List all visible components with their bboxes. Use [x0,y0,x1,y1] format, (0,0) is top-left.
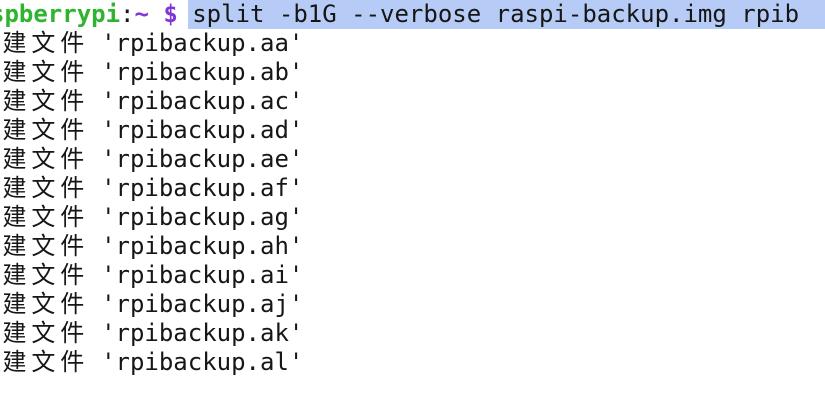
cjk-character: 建 [2,116,27,144]
cjk-character: 件 [60,232,85,260]
output-filename: 'rpibackup.ag' [101,203,304,231]
cjk-character: 文 [31,203,56,231]
cjk-character: 建 [2,348,27,376]
output-prefix-cjk: 建文件 [0,348,87,376]
cjk-character: 建 [2,290,27,318]
output-prefix-cjk: 建文件 [0,174,87,202]
cjk-character: 件 [60,319,85,347]
output-prefix-cjk: 建文件 [0,145,87,173]
output-prefix-cjk: 建文件 [0,29,87,57]
cjk-character: 文 [31,319,56,347]
cjk-character: 文 [31,348,56,376]
output-prefix-cjk: 建文件 [0,232,87,260]
output-filename: 'rpibackup.ab' [101,58,304,86]
cjk-character: 建 [2,203,27,231]
output-filename: 'rpibackup.aj' [101,290,304,318]
cjk-character: 建 [2,29,27,57]
cjk-character: 文 [31,261,56,289]
command-text-selected[interactable]: split -b1G --verbose raspi-backup.img rp… [188,0,825,29]
output-line: 建文件 'rpibackup.ai' [0,261,825,290]
command-line: spberrypi:~ $ split -b1G --verbose raspi-b… [0,0,825,29]
cjk-character: 件 [60,116,85,144]
cjk-character: 建 [2,58,27,86]
prompt-path: ~ [134,0,149,28]
cjk-character: 文 [31,174,56,202]
output-filename: 'rpibackup.af' [101,174,304,202]
cjk-character: 件 [60,261,85,289]
cjk-character: 建 [2,145,27,173]
output-line: 建文件 'rpibackup.ad' [0,116,825,145]
cjk-character: 文 [31,116,56,144]
output-filename: 'rpibackup.al' [101,348,304,376]
cjk-character: 文 [31,29,56,57]
output-prefix-cjk: 建文件 [0,261,87,289]
cjk-character: 件 [60,348,85,376]
cjk-character: 件 [60,290,85,318]
cjk-character: 文 [31,290,56,318]
output-line: 建文件 'rpibackup.ak' [0,319,825,348]
prompt-hostname: spberrypi [0,0,121,28]
output-filename: 'rpibackup.ae' [101,145,304,173]
output-line: 建文件 'rpibackup.af' [0,174,825,203]
output-lines: 建文件'rpibackup.aa' 建文件'rpibackup.ab' 建文件'… [0,29,825,377]
cjk-character: 件 [60,174,85,202]
prompt-separator: : [120,0,135,28]
output-prefix-cjk: 建文件 [0,319,87,347]
output-line: 建文件 'rpibackup.ag' [0,203,825,232]
output-filename: 'rpibackup.ai' [101,261,304,289]
output-filename: 'rpibackup.ak' [101,319,304,347]
output-line: 建文件 'rpibackup.ae' [0,145,825,174]
cjk-character: 件 [60,145,85,173]
cjk-character: 文 [31,145,56,173]
cjk-character: 建 [2,174,27,202]
prompt-dollar: $ [163,0,178,28]
cjk-character: 建 [2,232,27,260]
output-prefix-cjk: 建文件 [0,203,87,231]
cjk-character: 文 [31,87,56,115]
cjk-character: 件 [60,29,85,57]
cjk-character: 文 [31,232,56,260]
output-line: 建文件 'rpibackup.aa' [0,29,825,58]
output-filename: 'rpibackup.aa' [101,29,304,57]
output-prefix-cjk: 建文件 [0,87,87,115]
output-filename: 'rpibackup.ad' [101,116,304,144]
cjk-character: 件 [60,203,85,231]
output-prefix-cjk: 建文件 [0,116,87,144]
cjk-character: 建 [2,319,27,347]
output-prefix-cjk: 建文件 [0,290,87,318]
cjk-character: 文 [31,58,56,86]
cjk-character: 建 [2,261,27,289]
output-filename: 'rpibackup.ac' [101,87,304,115]
output-filename: 'rpibackup.ah' [101,232,304,260]
output-line: 建文件 'rpibackup.ah' [0,232,825,261]
cjk-character: 件 [60,87,85,115]
cjk-character: 件 [60,58,85,86]
output-line: 建文件 'rpibackup.aj' [0,290,825,319]
output-line: 建文件 'rpibackup.al' [0,348,825,377]
output-line: 建文件 'rpibackup.ab' [0,58,825,87]
output-line: 建文件 'rpibackup.ac' [0,87,825,116]
output-prefix-cjk: 建文件 [0,58,87,86]
cjk-character: 建 [2,87,27,115]
